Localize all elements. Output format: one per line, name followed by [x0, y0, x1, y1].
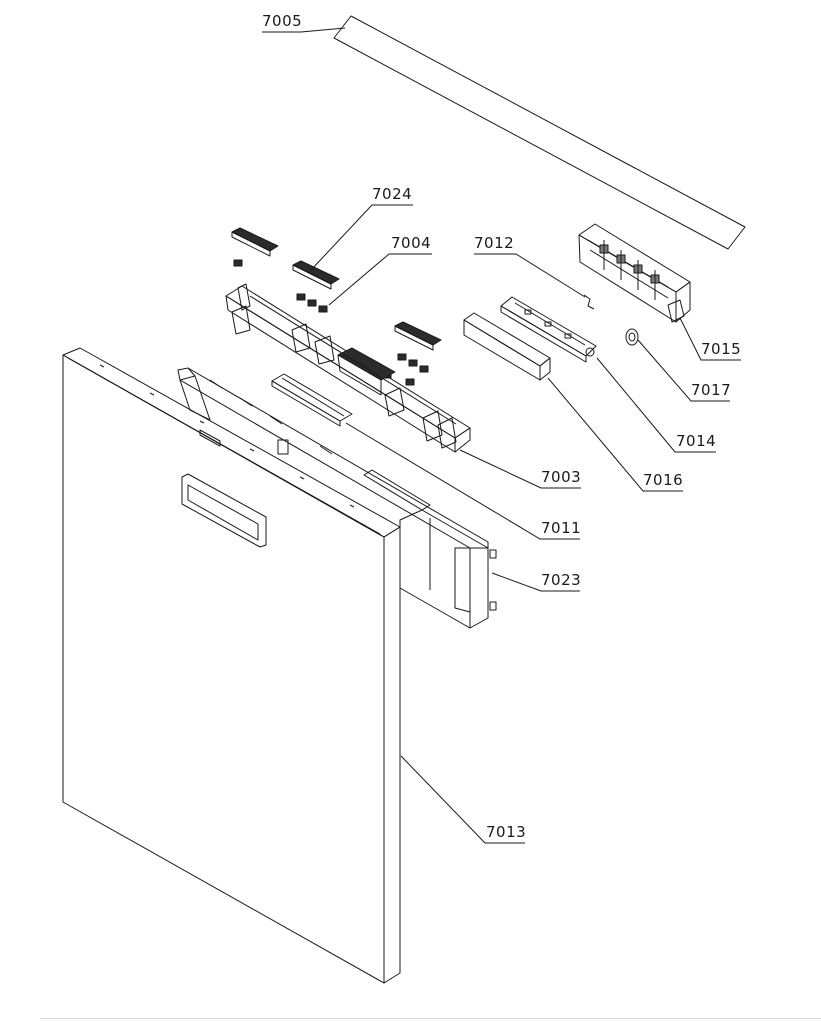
callout-7016: 7016 [643, 471, 683, 489]
leader-7005 [262, 27, 346, 33]
part-7014-pcb-frame [500, 296, 597, 363]
leader-7003 [459, 449, 581, 489]
callout-7003: 7003 [541, 468, 581, 486]
leader-7016 [547, 377, 683, 492]
part-7005-strip [333, 15, 746, 250]
callout-7011: 7011 [541, 519, 581, 537]
part-7024-button-strips [231, 227, 442, 351]
part-7012-clip [583, 294, 595, 310]
callout-7017: 7017 [691, 381, 731, 399]
bottom-divider [40, 1018, 821, 1019]
leader-7012 [474, 253, 586, 298]
leader-7017 [637, 339, 730, 402]
callout-7013: 7013 [486, 823, 526, 841]
leader-7011 [345, 422, 580, 540]
callout-7005: 7005 [262, 12, 302, 30]
leader-7015 [679, 317, 741, 361]
part-7013-door-panel [62, 347, 401, 984]
part-7017-knob [625, 328, 639, 346]
leader-7013 [400, 755, 525, 844]
callout-7014: 7014 [676, 432, 716, 450]
part-7016-display-window [463, 312, 551, 381]
part-7003-button-carrier [225, 283, 471, 453]
callout-7023: 7023 [541, 571, 581, 589]
leader-lines [262, 27, 741, 844]
callout-7012: 7012 [474, 234, 514, 252]
callout-7004: 7004 [391, 234, 431, 252]
leader-7024 [310, 204, 413, 271]
callout-7015: 7015 [701, 340, 741, 358]
callout-labels: 7005 7024 7004 7012 7015 7017 7014 7003 … [262, 12, 741, 841]
callout-7024: 7024 [372, 185, 412, 203]
leader-7004 [328, 253, 432, 306]
leader-7014 [596, 357, 716, 453]
part-7023-panel-frame [177, 367, 497, 629]
part-7015-control-housing [578, 223, 691, 323]
leader-7023 [491, 572, 580, 592]
part-7011-panel-insert [271, 373, 353, 427]
